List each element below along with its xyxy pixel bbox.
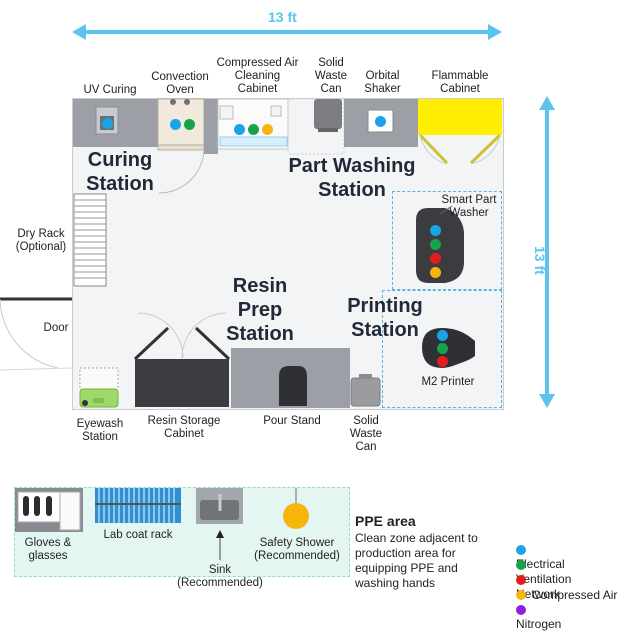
solid-waste-top-label: Solid Waste Can: [314, 57, 348, 95]
solid-waste-bottom-label: Solid Waste Can: [349, 415, 383, 453]
convection-oven-label: Convection Oven: [151, 71, 209, 96]
legend-dot-ventilation: [516, 560, 526, 570]
dry-rack: [73, 193, 107, 287]
printing-zone: [382, 290, 502, 408]
legend-dot-network: [516, 575, 526, 585]
ppe-title: PPE area: [355, 513, 416, 529]
legend-item-electrical: Electrical: [516, 543, 565, 571]
flammable-cabinet: [418, 99, 502, 135]
width-arrow: [72, 24, 502, 40]
width-dimension-label: 13 ft: [268, 9, 297, 25]
network-dot: [430, 253, 441, 264]
electrical-dot: [375, 116, 386, 127]
legend-dot-nitrogen: [516, 605, 526, 615]
legend-item-ventilation: Ventilation: [516, 558, 571, 586]
electrical-dot: [430, 225, 441, 236]
resin-prep-station-label: Resin Prep Station: [226, 275, 294, 345]
electrical-dot: [170, 119, 181, 130]
solid-waste-can-top: [314, 99, 342, 129]
gloves-label: Gloves & glasses: [24, 537, 72, 562]
convection-oven: [157, 98, 205, 150]
legend-item-network: Network: [516, 573, 560, 601]
legend-item-nitrogen: Nitrogen: [516, 603, 561, 631]
smart-part-washer-zone: [392, 191, 502, 290]
electrical-dot: [437, 330, 448, 341]
legend-dot-electrical: [516, 545, 526, 555]
compressed-air-dot: [262, 124, 273, 135]
pour-stand-label: Pour Stand: [263, 415, 321, 427]
resin-storage-cabinet: [135, 359, 229, 407]
curing-station-label: Curing Station: [86, 149, 154, 195]
ventilation-dot: [184, 119, 195, 130]
sink: [196, 488, 243, 560]
uv-curing-label: UV Curing: [83, 84, 137, 96]
flammable-cabinet-label: Flammable Cabinet: [431, 70, 489, 95]
ventilation-dot: [248, 124, 259, 135]
sink-label: Sink (Recommended): [177, 564, 263, 589]
electrical-dot: [102, 118, 113, 129]
eyewash-label: Eyewash Station: [76, 418, 124, 443]
oven-door-swing: [158, 149, 205, 194]
safety-shower-label: Safety Shower (Recommended): [254, 537, 340, 562]
door: [0, 297, 73, 371]
lab-coat-rack: [95, 488, 181, 523]
m2-printer-label: M2 Printer: [421, 376, 475, 388]
height-arrow: [539, 96, 555, 408]
safety-shower: [283, 488, 309, 529]
ventilation-dot: [430, 239, 441, 250]
legend-dot-compressed-air: [516, 590, 526, 600]
resin-storage-label: Resin Storage Cabinet: [147, 415, 221, 440]
orbital-shaker-label: Orbital Shaker: [364, 70, 401, 95]
ppe-description: Clean zone adjacent to production area f…: [355, 531, 478, 590]
smart-part-washer-label: Smart Part Washer: [441, 194, 497, 219]
m2-printer: [422, 328, 475, 368]
part-washing-station-label: Part Washing Station: [288, 155, 416, 201]
door-label: Door: [43, 322, 69, 334]
electrical-dot: [234, 124, 245, 135]
compressed-air-dot: [430, 267, 441, 278]
printing-station-label: Printing Station: [347, 295, 423, 341]
gloves-glasses-station: [15, 488, 83, 532]
legend-item-compressed-air: Compressed Air: [516, 588, 617, 602]
lab-coat-label: Lab coat rack: [103, 529, 173, 541]
ventilation-dot: [437, 343, 448, 354]
air-cabinet-label: Compressed Air Cleaning Cabinet: [216, 57, 299, 95]
network-dot: [437, 356, 448, 367]
dry-rack-label: Dry Rack (Optional): [15, 228, 67, 253]
